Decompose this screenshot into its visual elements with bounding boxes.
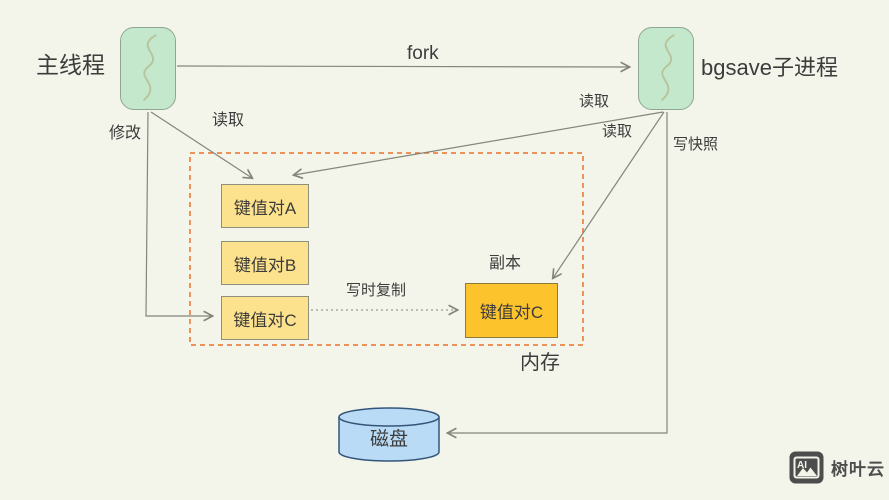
watermark-brand: AI 树叶云: [789, 451, 885, 484]
brand-name-label: 树叶云: [831, 460, 885, 479]
kv-pair-c-copy-node: 键值对C: [465, 283, 558, 338]
kv-pair-c-node: 键值对C: [221, 296, 309, 340]
disk-cylinder-icon: [338, 407, 440, 462]
kv-pair-a-label: 键值对A: [233, 198, 297, 218]
read-main-edge-label: 读取: [212, 112, 245, 129]
edge-fork: [176, 66, 629, 67]
disk-label: 磁盘: [369, 429, 408, 450]
kv-pair-a-node: 键值对A: [221, 184, 309, 228]
bgsave-process-node: [638, 27, 694, 110]
kv-pair-b-label: 键值对B: [233, 255, 297, 275]
write-snapshot-edge-label: 写快照: [673, 136, 719, 153]
main-thread-node: [120, 27, 176, 110]
kv-pair-c-copy-label: 键值对C: [479, 303, 544, 322]
memory-region-label: 内存: [520, 352, 560, 374]
copy-tag-label: 副本: [489, 255, 522, 272]
edge-write-snapshot: [448, 112, 668, 433]
main-thread-label: 主线程: [36, 52, 105, 78]
thread-squiggle-icon: [143, 34, 157, 101]
kv-pair-c-label: 键值对C: [233, 310, 297, 330]
kv-pair-b-node: 键值对B: [221, 241, 309, 285]
modify-edge-label: 修改: [109, 125, 142, 142]
logo-ai-text: AI: [797, 460, 807, 471]
disk-node: 磁盘: [337, 406, 441, 464]
edge-read-bgsave-a: [294, 111, 664, 175]
fork-edge-label: fork: [407, 43, 439, 64]
copy-on-write-edge-label: 写时复制: [346, 282, 407, 299]
edge-modify: [145, 111, 212, 316]
thread-squiggle-icon: [661, 34, 675, 101]
read-bgsave-upper-edge-label: 读取: [579, 93, 610, 110]
ai-image-logo-icon: AI: [789, 451, 824, 484]
read-bgsave-lower-edge-label: 读取: [602, 123, 633, 140]
bgsave-process-label: bgsave子进程: [701, 55, 838, 80]
